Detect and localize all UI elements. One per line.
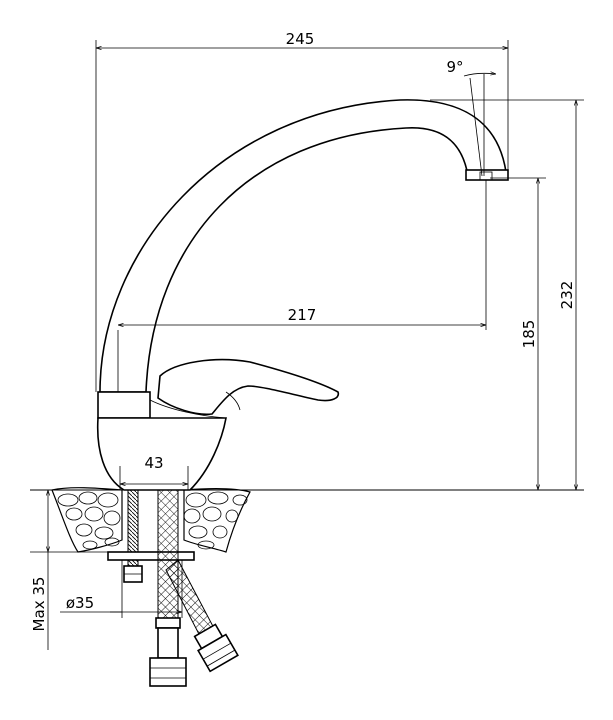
faucet-body [96,99,509,491]
dim-spout-height: 185 [520,320,538,349]
flexible-hoses [149,489,239,687]
dimension-lines [30,40,584,650]
dim-overall-width: 245 [286,30,315,48]
mounting-hardware [107,489,195,583]
countertop-section [51,487,251,553]
dim-base-diameter: 43 [144,454,163,472]
dim-spout-reach: 217 [288,306,317,324]
dim-spout-angle: 9° [446,58,463,76]
dim-total-height: 232 [558,281,576,310]
dim-hole-diameter: ø35 [66,594,94,612]
dim-max-thickness: Max 35 [30,577,48,632]
